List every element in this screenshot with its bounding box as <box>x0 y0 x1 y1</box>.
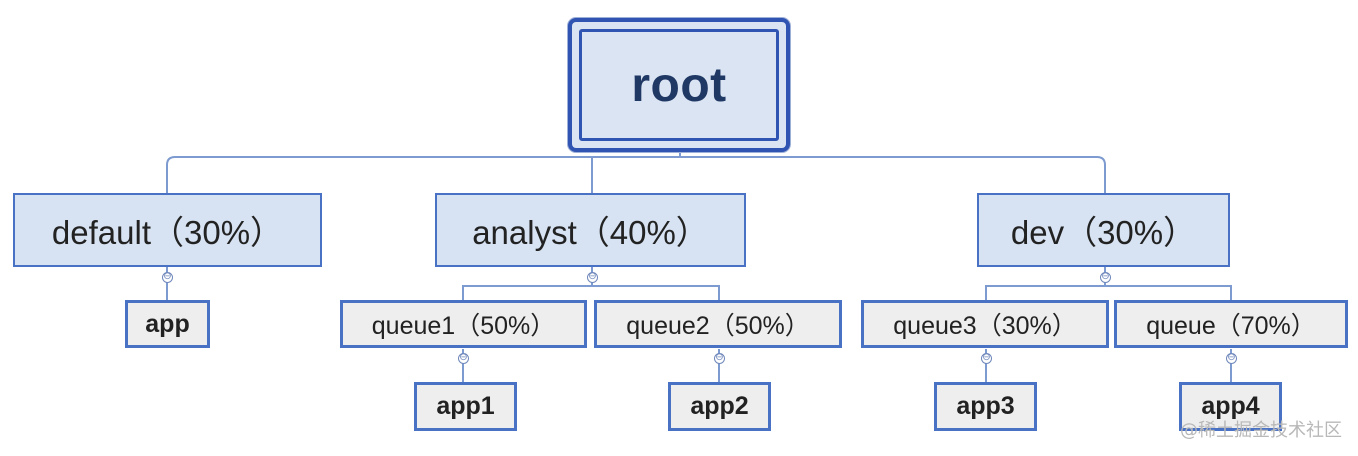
root-node[interactable]: root <box>568 18 790 152</box>
queue-70-label: queue（70%） <box>1146 312 1316 340</box>
app-default-label: app <box>145 309 190 338</box>
queue-70[interactable]: queue（70%） <box>1114 300 1348 348</box>
collapse-queue3-icon[interactable]: ⊖ <box>981 352 992 364</box>
app2[interactable]: app2 <box>668 382 771 431</box>
collapse-default-icon[interactable]: ⊖ <box>162 271 173 283</box>
app2-label: app2 <box>690 392 749 420</box>
app4[interactable]: app4 <box>1179 382 1282 431</box>
app3[interactable]: app3 <box>934 382 1037 431</box>
queue1[interactable]: queue1（50%） <box>340 300 587 348</box>
collapse-analyst-icon[interactable]: ⊖ <box>587 271 598 283</box>
queue-analyst-label: analyst（40%） <box>472 214 709 251</box>
app3-label: app3 <box>956 392 1015 420</box>
queue-analyst[interactable]: analyst（40%） <box>435 193 746 267</box>
queue-dev-label: dev（30%） <box>1010 214 1197 251</box>
queue3-label: queue3（30%） <box>893 312 1077 340</box>
queue-dev[interactable]: dev（30%） <box>977 193 1230 267</box>
queue2[interactable]: queue2（50%） <box>594 300 842 348</box>
app4-label: app4 <box>1201 392 1260 420</box>
queue-default-label: default（30%） <box>51 214 284 251</box>
connector-root-children <box>166 152 1106 193</box>
collapse-queue1-icon[interactable]: ⊖ <box>458 352 469 364</box>
app1[interactable]: app1 <box>414 382 517 431</box>
queue3[interactable]: queue3（30%） <box>861 300 1109 348</box>
watermark: @稀土掘金技术社区 <box>1180 420 1342 441</box>
queue2-label: queue2（50%） <box>626 312 810 340</box>
collapse-queue-70-icon[interactable]: ⊖ <box>1226 352 1237 364</box>
queue-default[interactable]: default（30%） <box>13 193 322 267</box>
collapse-dev-icon[interactable]: ⊖ <box>1100 271 1111 283</box>
queue1-label: queue1（50%） <box>371 312 556 340</box>
collapse-queue2-icon[interactable]: ⊖ <box>714 352 725 364</box>
root-label: root <box>631 58 727 112</box>
app1-label: app1 <box>436 392 495 420</box>
app-default[interactable]: app <box>125 300 210 348</box>
